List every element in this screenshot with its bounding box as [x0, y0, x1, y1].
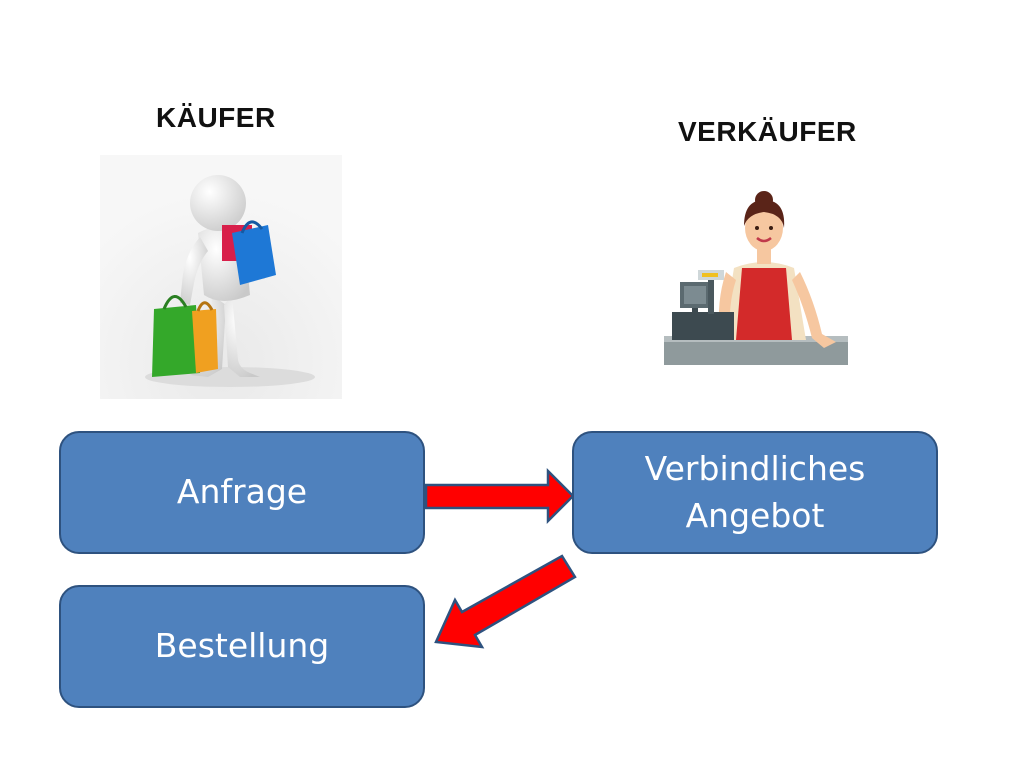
buyer-title: KÄUFER [156, 102, 276, 133]
step-order-box: Bestellung [59, 585, 425, 708]
step-offer-box: Verbindliches Angebot [572, 431, 938, 554]
shopper-figure-icon [100, 155, 342, 399]
arrow-request-to-offer-icon [424, 467, 575, 525]
step-request-label: Anfrage [176, 472, 308, 512]
step-order-label: Bestellung [154, 626, 330, 666]
step-request-box: Anfrage [59, 431, 425, 554]
arrow-offer-to-order-icon [434, 554, 577, 649]
seller-title: VERKÄUFER [678, 116, 857, 147]
step-offer-label: Verbindliches Angebot [644, 449, 866, 535]
cashier-figure-icon [664, 191, 848, 365]
